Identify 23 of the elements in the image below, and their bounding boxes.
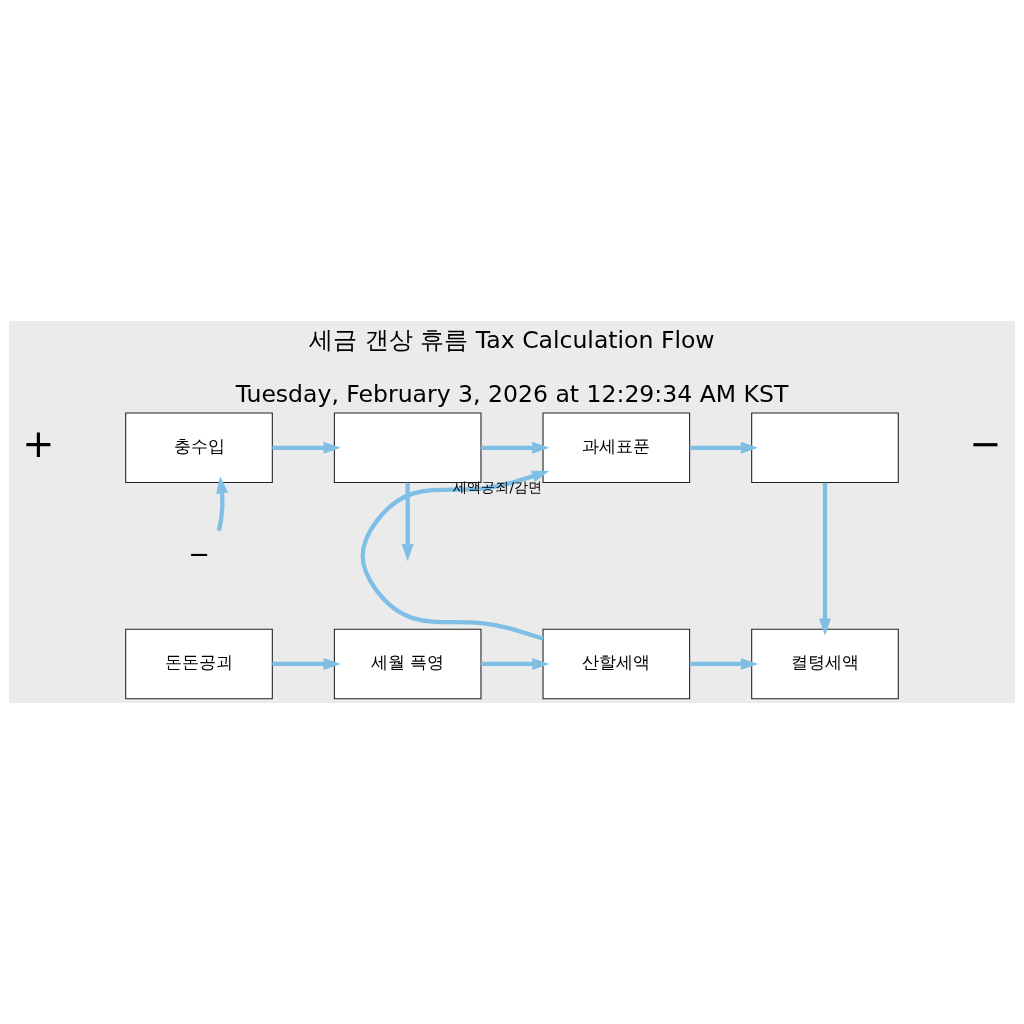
arrow <box>818 482 831 636</box>
diagram-title: 세금 갠상 휴름 Tax Calculation Flow <box>309 326 715 355</box>
label: − <box>969 421 1002 467</box>
arrow <box>689 441 758 454</box>
node-box: 충수입 <box>125 412 273 484</box>
node-box: 산할세액 <box>542 628 691 700</box>
node-box: 켤텽세액 <box>751 628 899 700</box>
caption: Tuesday, February 3, 2026 at 12:29:34 AM KST <box>235 379 789 408</box>
arrow <box>360 470 550 641</box>
arrow <box>481 657 550 670</box>
node-box: 과세표푼 <box>542 412 691 484</box>
node-box: 돈돈공괴 <box>125 628 273 700</box>
arrow <box>401 482 414 562</box>
arrow <box>272 657 341 670</box>
arrow <box>272 441 341 454</box>
edge-label: 세액공죄/감면 <box>453 478 543 495</box>
node-box <box>751 412 899 484</box>
arrow <box>481 441 550 454</box>
node-text: − <box>188 538 210 569</box>
arrow <box>216 476 229 532</box>
label: + <box>22 421 55 467</box>
arrow <box>689 657 758 670</box>
node-box: 세월 픅영 <box>333 628 482 700</box>
